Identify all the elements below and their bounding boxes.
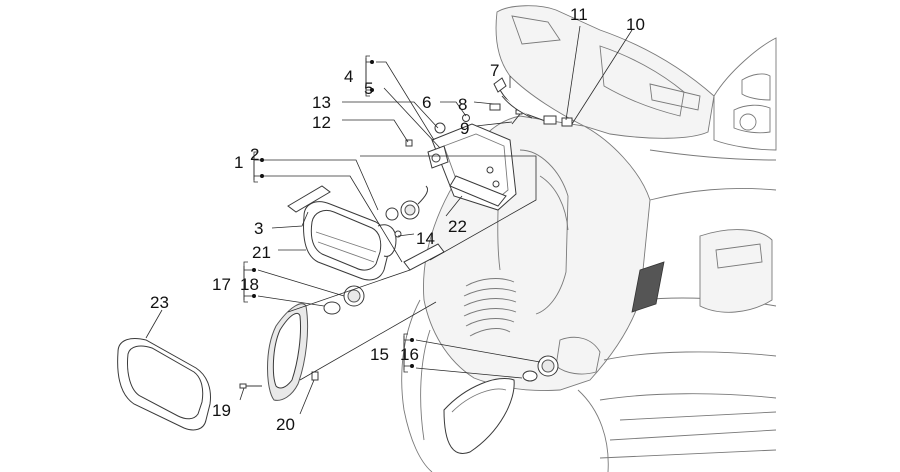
part-14-socket [385, 185, 429, 238]
callout-12: 12 [312, 113, 331, 132]
part-21-headlamp-unit [303, 201, 397, 281]
scooter-body [401, 5, 777, 472]
part-23-headlamp-frame [117, 338, 211, 431]
callout-9: 9 [460, 119, 469, 138]
part-19-screw [239, 383, 262, 389]
callout-4: 4 [344, 67, 353, 86]
part-12-screw [405, 139, 413, 147]
part-16-signal-bulb [522, 355, 559, 382]
callout-5: 5 [364, 79, 373, 98]
horn-grille [463, 278, 517, 337]
callout-15: 15 [370, 345, 389, 364]
callout-20: 20 [276, 415, 295, 434]
part-11-connector [561, 117, 573, 127]
part-6-nut [462, 114, 470, 122]
callout-14: 14 [416, 229, 435, 248]
group-brackets [243, 55, 408, 373]
callout-labels: 1 2 3 4 5 6 7 8 9 10 11 12 13 14 15 16 1… [150, 5, 645, 434]
callout-7: 7 [490, 61, 499, 80]
callout-13: 13 [312, 93, 331, 112]
part-3-bracket [287, 185, 445, 271]
callout-22: 22 [448, 217, 467, 236]
callout-16: 16 [400, 345, 419, 364]
part-7-wiring [489, 77, 557, 125]
bracket-dots [252, 60, 414, 368]
callout-2: 2 [250, 145, 259, 164]
leader-lines [145, 25, 633, 415]
callout-19: 19 [212, 401, 231, 420]
callout-21: 21 [252, 243, 271, 262]
part-22-support-bracket [427, 123, 517, 211]
callout-23: 23 [150, 293, 169, 312]
callout-6: 6 [422, 93, 431, 112]
part-13-clip [434, 122, 446, 134]
callout-8: 8 [458, 95, 467, 114]
callout-1: 1 [234, 153, 243, 172]
callout-18: 18 [240, 275, 259, 294]
callout-10: 10 [626, 15, 645, 34]
part-20-headlamp-lens [267, 303, 319, 401]
callout-3: 3 [254, 219, 263, 238]
callout-17: 17 [212, 275, 231, 294]
callout-11: 11 [570, 5, 588, 24]
part-18-bulb [323, 285, 365, 315]
